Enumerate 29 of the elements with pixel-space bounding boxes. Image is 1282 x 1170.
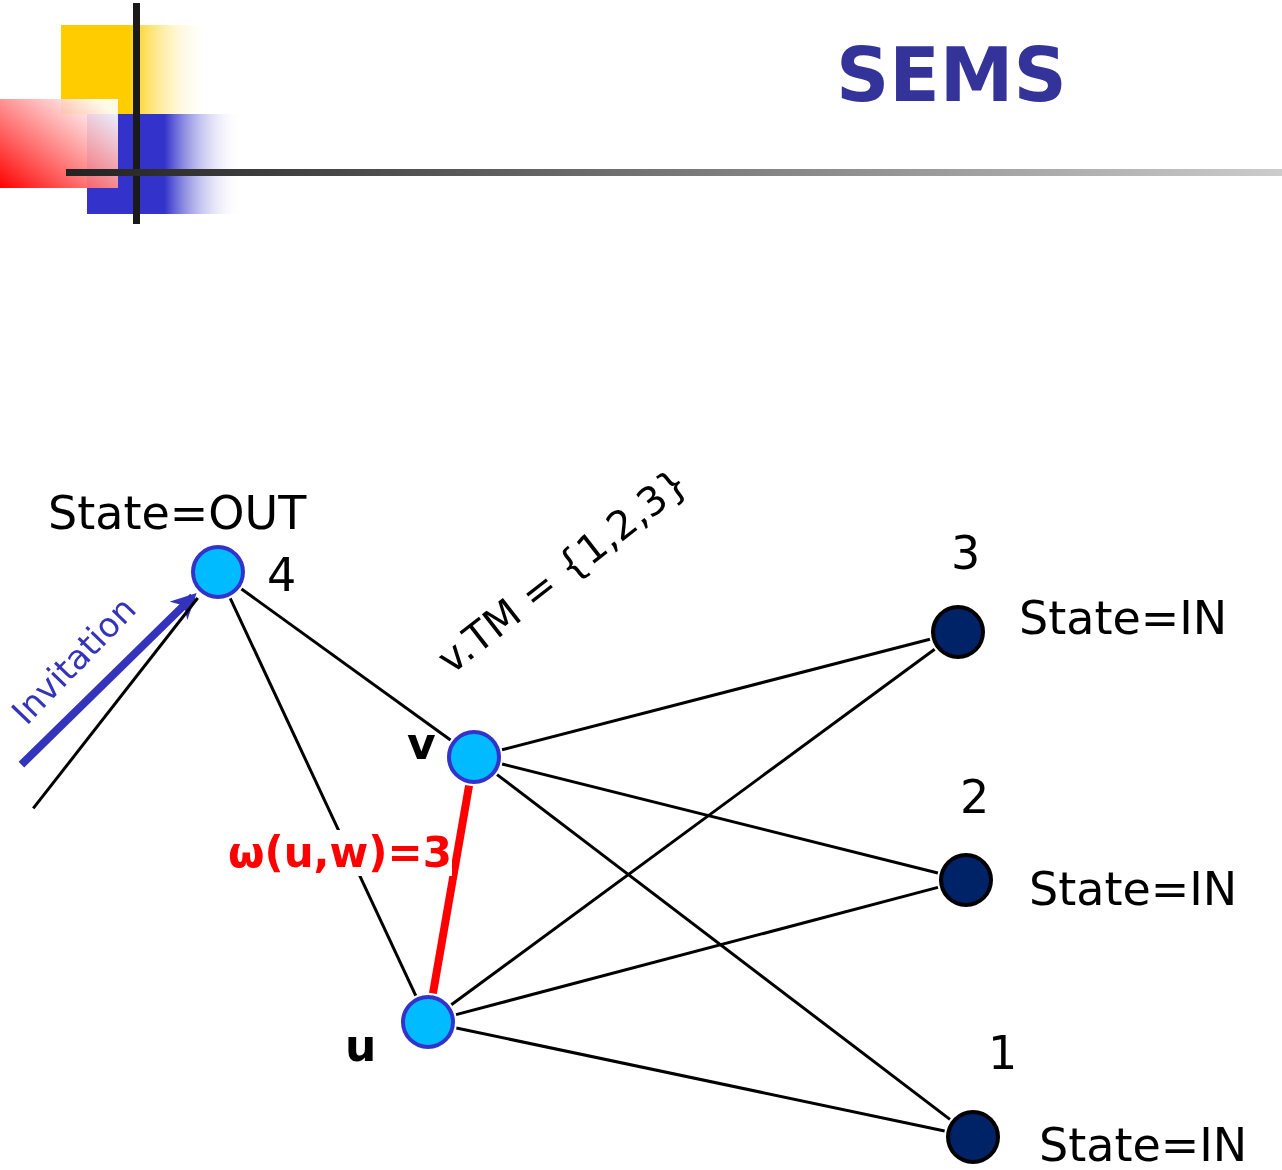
network-node xyxy=(401,995,455,1049)
connector-line xyxy=(501,637,931,752)
connector-line xyxy=(240,587,452,742)
arrow xyxy=(18,592,197,768)
slide-title: SEMS xyxy=(836,38,1067,112)
connector-line xyxy=(501,762,939,875)
connector-line xyxy=(496,773,951,1121)
node-annotation: State=IN xyxy=(1039,1122,1248,1168)
network-node xyxy=(447,730,501,784)
node-annotation: 1 xyxy=(988,1030,1018,1076)
edge-label: ω(u,w)=3 xyxy=(228,830,452,876)
node-annotation: u xyxy=(345,1024,377,1068)
node-annotation: State=IN xyxy=(1019,595,1228,641)
connector-line xyxy=(32,597,199,810)
connector-line xyxy=(455,885,939,1017)
network-node xyxy=(946,1110,1000,1164)
node-annotation: 4 xyxy=(267,552,297,598)
connector-line xyxy=(450,648,936,1006)
node-annotation: 3 xyxy=(951,530,981,576)
node-annotation: v xyxy=(407,722,436,766)
node-annotation: State=IN xyxy=(1029,866,1238,912)
network-node xyxy=(939,853,993,907)
connector-line xyxy=(429,784,473,995)
connector-line xyxy=(228,597,418,997)
node-annotation: 2 xyxy=(960,774,990,820)
network-node xyxy=(191,545,245,599)
node-annotation: State=OUT xyxy=(48,490,307,536)
network-node xyxy=(931,605,985,659)
connector-line xyxy=(456,1026,945,1133)
